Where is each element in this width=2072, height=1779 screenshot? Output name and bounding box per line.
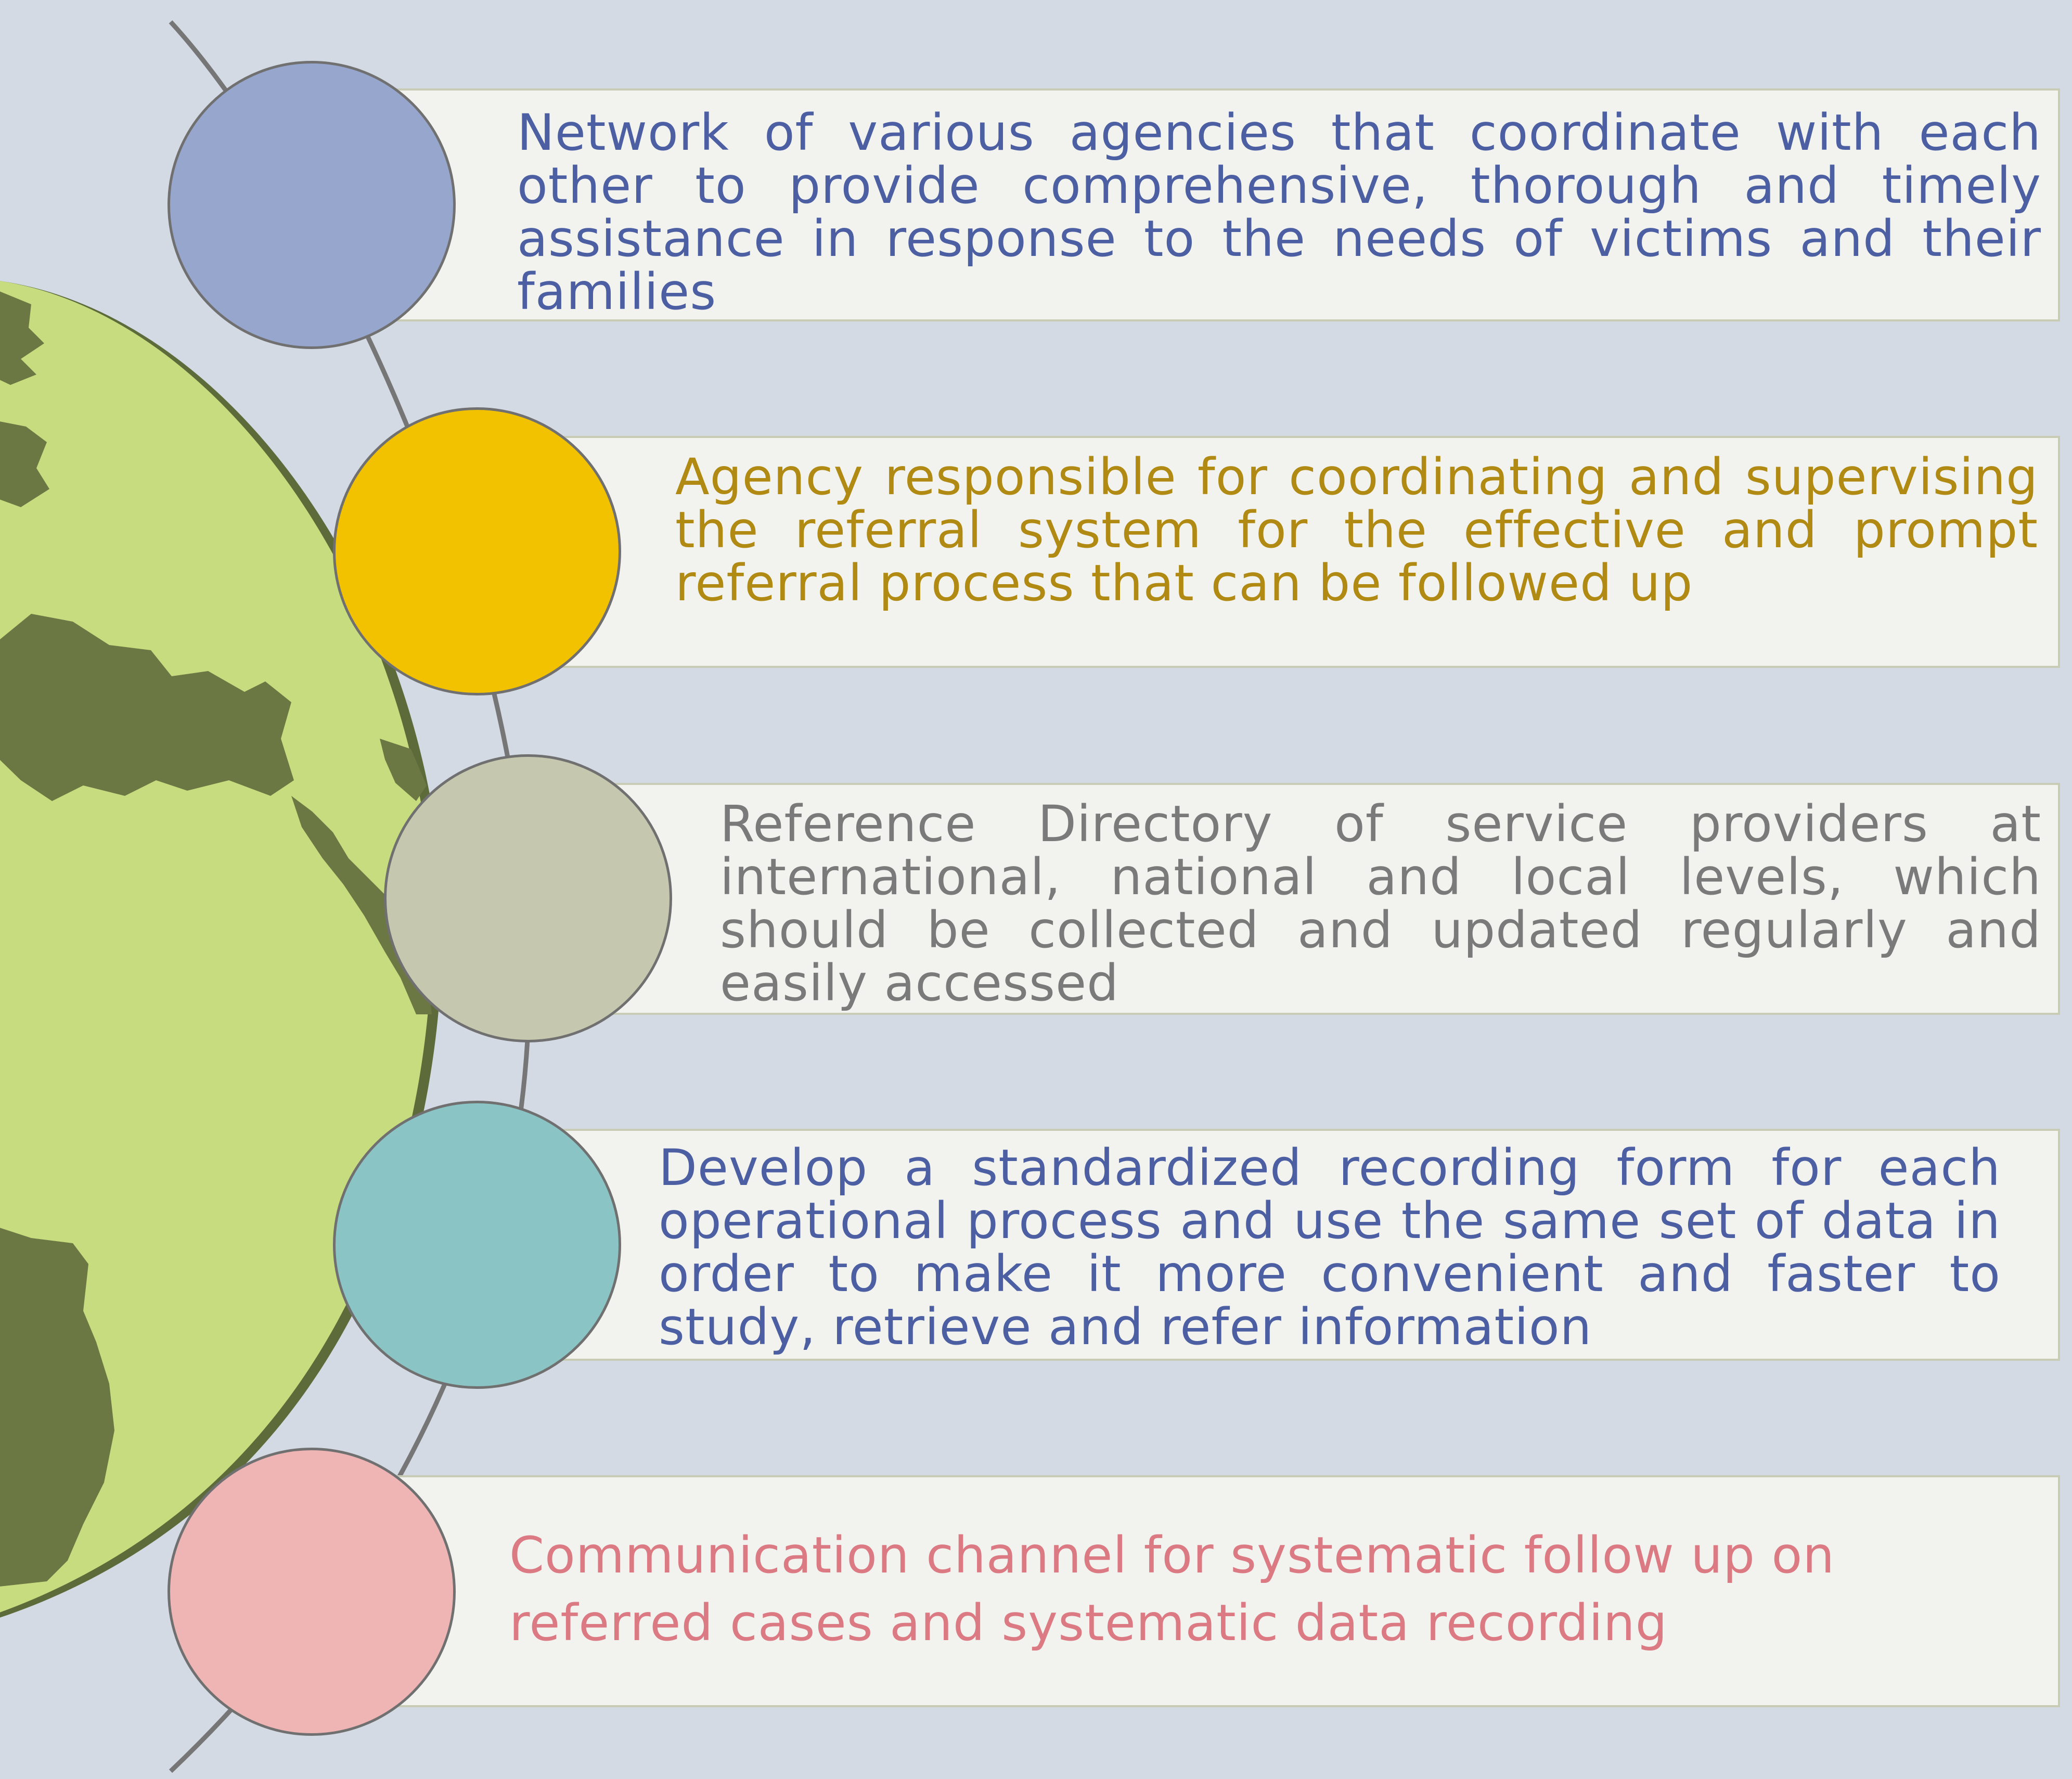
description-text-2: Agency responsible for coordinating and … <box>675 448 2038 612</box>
description-card-3: Reference Directory of service providers… <box>598 783 2060 1015</box>
timeline-node-3 <box>384 754 672 1042</box>
description-text-3: Reference Directory of service providers… <box>720 795 2041 1012</box>
description-card-2: Agency responsible for coordinating and … <box>551 436 2060 668</box>
description-text-1: Network of various agencies that coordin… <box>517 104 2041 321</box>
description-card-4: Develop a standardized recording form fo… <box>551 1129 2060 1361</box>
description-text-5: Communication channel for systematic fol… <box>509 1526 1835 1652</box>
timeline-node-1 <box>168 61 456 349</box>
globe-ocean <box>0 281 433 1613</box>
description-card-5: Communication channel for systematic fol… <box>390 1475 2060 1707</box>
globe-land-masses <box>0 291 432 1587</box>
description-card-1: Network of various agencies that coordin… <box>390 88 2060 321</box>
timeline-node-4 <box>333 1101 621 1389</box>
globe-illustration <box>0 281 443 1618</box>
timeline-node-5 <box>168 1448 456 1736</box>
timeline-node-2 <box>333 407 621 695</box>
description-text-4: Develop a standardized recording form fo… <box>659 1139 2001 1356</box>
